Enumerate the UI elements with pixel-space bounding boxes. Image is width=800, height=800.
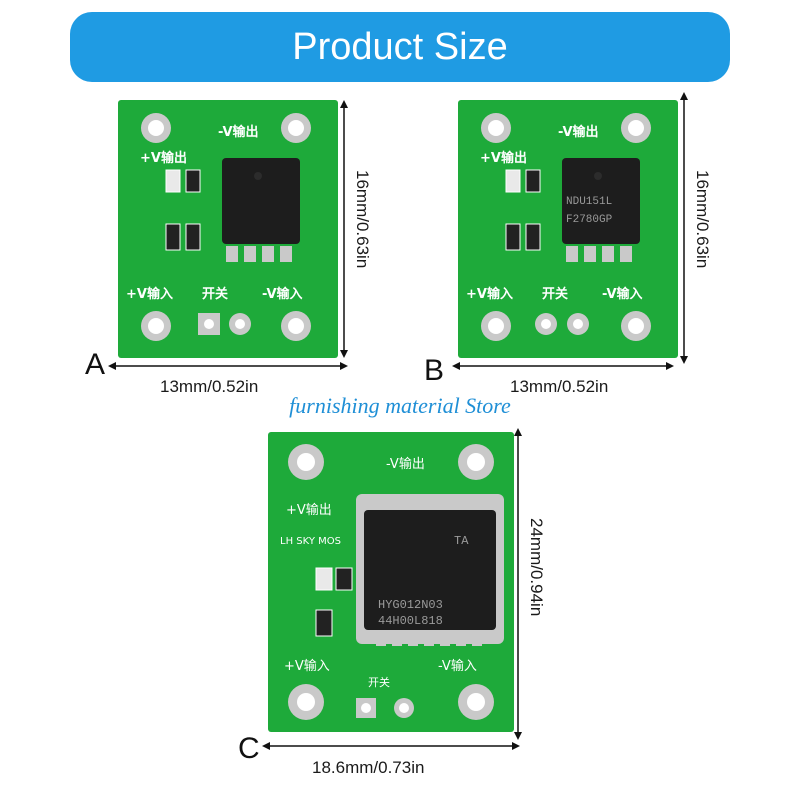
height-label-a: 16mm/0.63in (353, 170, 372, 269)
silk-v-out-plus: +V输出 (286, 502, 332, 518)
silk-v-in-minus: -V输入 (262, 286, 303, 302)
label-b: B (424, 354, 445, 387)
mosfet-chip (562, 158, 640, 244)
silk-v-out-minus: -V输出 (386, 456, 425, 472)
mosfet-chip (364, 510, 496, 630)
silk-v-in-minus: -V输入 (438, 658, 477, 674)
led (165, 169, 181, 193)
silk-v-in-plus: +V输入 (466, 286, 513, 302)
width-label-b: 13mm/0.52in (510, 377, 609, 396)
resistor-122 (185, 223, 201, 251)
label-c: C (238, 732, 260, 765)
silk-v-out-plus: +V输出 (480, 150, 527, 166)
width-arrow-b (452, 362, 674, 370)
banner-title: Product Size (292, 25, 508, 68)
chip-text-line-2: F2780GP (566, 214, 613, 226)
silk-v-in-plus: +V输入 (126, 286, 173, 302)
height-arrow-b (680, 92, 688, 364)
height-label-c: 24mm/0.94in (527, 518, 546, 617)
width-arrow-a (108, 362, 348, 370)
title-banner: Product Size (70, 12, 730, 82)
silk-switch: 开关 (202, 286, 228, 302)
silk-v-in-plus: +V输入 (284, 658, 330, 674)
width-label-a: 13mm/0.52in (160, 377, 259, 396)
silk-v-in-minus: -V输入 (602, 286, 643, 302)
silk-v-out-plus: +V输出 (140, 150, 187, 166)
silk-brand: LH SKY MOS (280, 536, 341, 547)
height-arrow-a (340, 100, 348, 358)
width-arrow-c (262, 742, 520, 750)
chip-logo: TA (454, 534, 469, 548)
resistor-e01 (185, 169, 201, 193)
chip-text-line-1: NDU151L (566, 196, 612, 208)
store-watermark: furnishing material Store (289, 393, 511, 418)
chip-text-line-1: HYG012N03 (378, 598, 443, 612)
silk-v-out-minus: -V输出 (558, 124, 599, 140)
label-a: A (85, 348, 106, 381)
board-b: -V输出 +V输出 +V输入 开关 -V输入 NDU151L F2780GP (458, 100, 678, 358)
silk-switch: 开关 (368, 675, 390, 689)
width-label-c: 18.6mm/0.73in (312, 758, 425, 777)
board-c: -V输出 +V输出 LH SKY MOS +V输入 开关 -V输入 TA HYG… (268, 432, 514, 732)
silk-v-out-minus: -V输出 (218, 124, 259, 140)
chip-text-line-2: 44H00L818 (378, 614, 443, 628)
mosfet-chip (222, 158, 300, 244)
height-arrow-c (514, 428, 522, 740)
silk-switch: 开关 (542, 286, 568, 302)
height-label-b: 16mm/0.63in (693, 170, 712, 269)
board-a: -V输出 +V输出 +V输入 开关 -V输入 (118, 100, 338, 358)
resistor-122 (165, 223, 181, 251)
led (315, 567, 333, 591)
